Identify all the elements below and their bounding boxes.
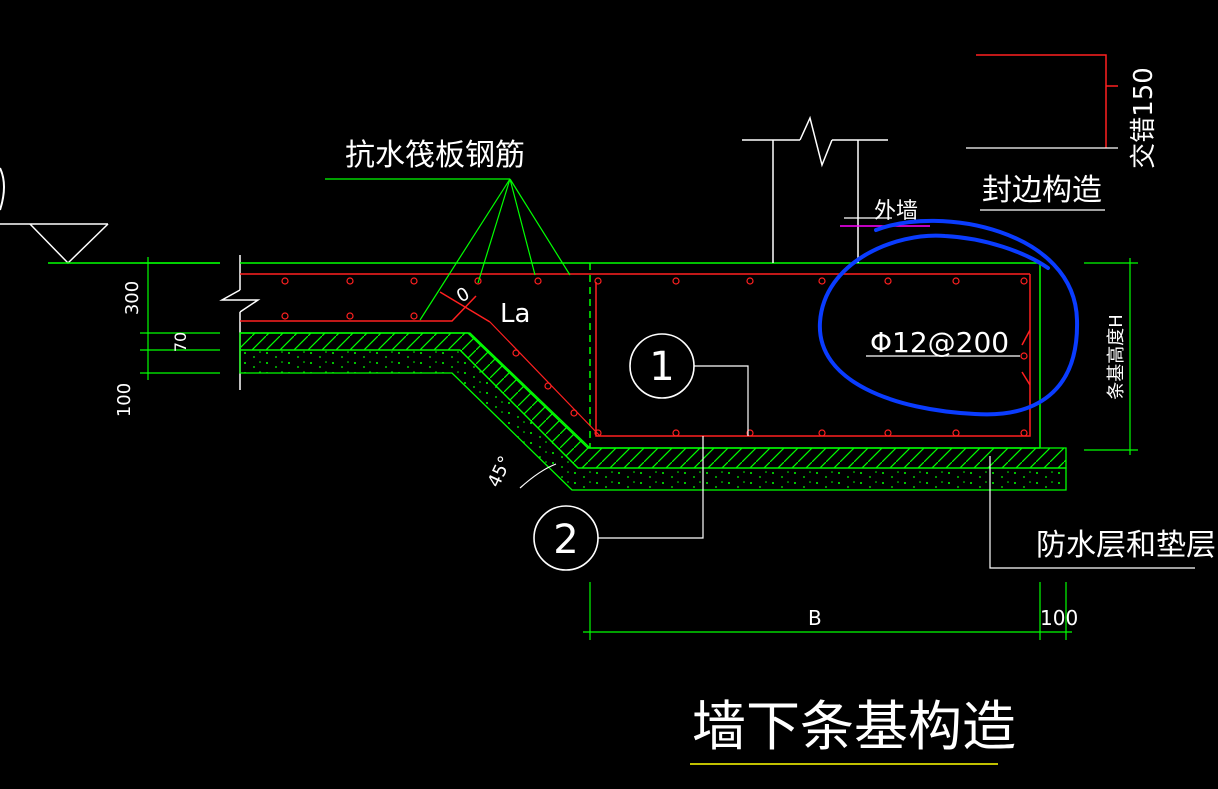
rebar-dot — [818, 429, 826, 437]
drawing-title: 墙下条基构造 — [692, 695, 1016, 758]
strip-height-label: 条基高度H — [1106, 314, 1127, 400]
dim-b: B — [808, 606, 822, 630]
rebar-dot — [952, 429, 960, 437]
rebar-dot — [410, 312, 418, 320]
left-dimension-lines — [140, 257, 220, 380]
rebar-dot — [884, 429, 892, 437]
outer-wall — [742, 115, 888, 263]
rebar-dot — [884, 277, 892, 285]
callout-2-text: 2 — [553, 517, 578, 563]
waterproof-label: 防水层和垫层 — [1036, 528, 1216, 563]
outer-wall-label: 外墙 — [874, 199, 918, 224]
rebar-spec-label: Φ12@200 — [870, 326, 1009, 359]
rebar-dot — [281, 277, 289, 285]
rebar-dot — [410, 277, 418, 285]
overlap-label: 交错150 — [1129, 67, 1159, 169]
rebar-dot — [952, 277, 960, 285]
rebar-dot — [1020, 277, 1028, 285]
rebar-dot — [594, 429, 602, 437]
rebar-dot — [746, 429, 754, 437]
rebar-dot — [346, 312, 354, 320]
small-0-label: 0 — [453, 283, 473, 307]
dim-100-bottom: 100 — [1040, 606, 1078, 630]
dim-70: 70 — [171, 332, 190, 352]
callout-leaders — [598, 217, 1195, 569]
rebar-dot — [346, 277, 354, 285]
level-symbol — [0, 167, 220, 265]
callout-circle-1: 1 — [629, 333, 695, 399]
rebar-dot — [818, 277, 826, 285]
angle-label: 45° — [484, 453, 517, 491]
rebar-dot — [672, 429, 680, 437]
edge-detail-bracket — [966, 54, 1118, 386]
dim-100-left: 100 — [114, 383, 135, 417]
hand-drawn-annotation-circle — [817, 218, 1080, 417]
rebar-dot — [544, 382, 552, 390]
rebar-dot — [474, 277, 482, 285]
rebar-dot — [672, 277, 680, 285]
angle-arc — [519, 463, 557, 489]
rebar-dot — [594, 277, 602, 285]
callout-1-text: 1 — [649, 344, 674, 390]
rebar-dots — [281, 277, 1028, 437]
waterproof-layer — [239, 332, 1067, 491]
dimension-lines — [583, 258, 1138, 640]
rebar-dot — [512, 349, 520, 357]
callout-circle-2: 2 — [533, 505, 599, 571]
rebar-dot — [1020, 429, 1028, 437]
raft-rebar-leaders — [325, 178, 571, 321]
rebar-dot — [570, 409, 578, 417]
rebar-dot — [1020, 352, 1028, 360]
dim-300: 300 — [122, 281, 143, 315]
anchorage-label: La — [500, 299, 530, 329]
raft-rebar-label: 抗水筏板钢筋 — [345, 138, 525, 173]
rebar-dot — [746, 277, 754, 285]
rebar-dot — [534, 277, 542, 285]
edge-detail-label: 封边构造 — [982, 173, 1102, 208]
rebar-dot — [281, 312, 289, 320]
